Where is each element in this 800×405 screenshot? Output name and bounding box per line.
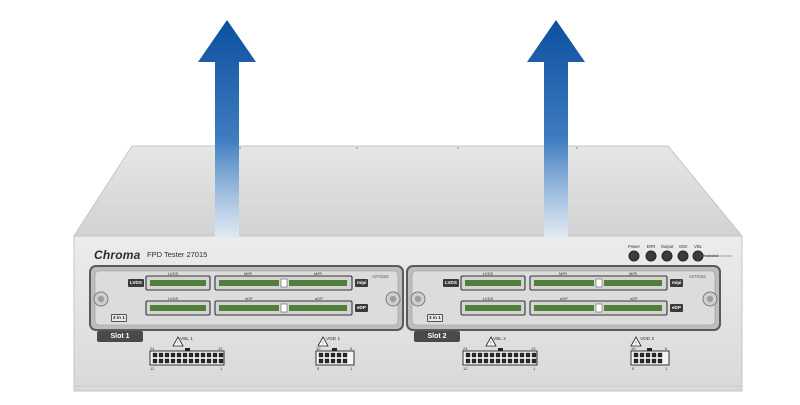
- pin-number: 10: [631, 346, 636, 351]
- pin-number: 12: [150, 366, 155, 371]
- slot-2-port-mipi-b: MIPI: [629, 271, 638, 276]
- slot-1-header-vdd-label: VDD 1: [326, 337, 341, 342]
- brand-logo: Chroma: [94, 248, 141, 262]
- chassis-top-cover: [73, 145, 744, 237]
- slot-1-tag-edp: eDP: [355, 304, 368, 312]
- slot-2-tag-edp: eDP: [670, 304, 683, 312]
- svg-text:!: !: [490, 341, 491, 347]
- mipi-connectors: [529, 275, 668, 291]
- svg-text:!: !: [177, 341, 178, 347]
- pin-number: 1: [350, 366, 353, 371]
- top-cover-screws: [239, 147, 578, 149]
- lvds-connectors: [460, 275, 526, 316]
- pin-number: 6: [350, 346, 353, 351]
- slot-2-port-lvds-b: LVDS: [483, 296, 494, 301]
- warning-triangle-icon: [485, 336, 497, 347]
- pin-number: 1: [665, 366, 668, 371]
- pin-header-vdd-1: !: [315, 336, 355, 366]
- protected-label: Protected: [702, 254, 719, 258]
- slot-2-module: [406, 265, 721, 331]
- slot-1-module: [89, 265, 404, 331]
- warning-triangle-icon: [630, 336, 642, 347]
- mipi-connectors: [214, 275, 353, 291]
- slot-2-serial: A270162: [689, 274, 706, 279]
- slot-1-port-lvds-b: LVDS: [168, 296, 179, 301]
- pin-number: 1: [533, 366, 536, 371]
- pin-header-vbl-1: !: [149, 336, 225, 366]
- slot-1-serial: A270162: [372, 274, 389, 279]
- slot-2-port-edp-b: eDP: [630, 296, 638, 301]
- indicator-label-power: Power: [628, 244, 640, 249]
- indicator-label-err: ERR: [646, 244, 656, 249]
- slot-2-label: Slot 2: [414, 331, 460, 342]
- slot-2-port-edp-a: eDP: [560, 296, 568, 301]
- pin-number: 13: [218, 346, 223, 351]
- slot-1-port-mipi-b: MIPI: [314, 271, 323, 276]
- edp-connectors: [214, 300, 353, 316]
- edp-connectors: [529, 300, 668, 316]
- pin-number: 5: [632, 366, 635, 371]
- slot-1-header-vbl-label: VBL 1: [180, 337, 193, 342]
- slot-2-port-mipi-a: MIPI: [559, 271, 568, 276]
- pin-number: 24: [463, 346, 468, 351]
- slot-1-port-edp-b: eDP: [315, 296, 323, 301]
- lvds-connectors: [145, 275, 211, 316]
- indicator-label-vbl: VBL: [694, 244, 702, 249]
- pin-number: 12: [463, 366, 468, 371]
- pin-header-vdd-2: !: [630, 336, 670, 366]
- pin-number: 5: [317, 366, 320, 371]
- slot-2-header-vbl-label: VBL 2: [493, 337, 506, 342]
- warning-triangle-icon: [172, 336, 184, 347]
- pin-number: 6: [665, 346, 668, 351]
- slot-2-mode-label: 3 in 1: [427, 314, 443, 322]
- pin-header-vbl-2: !: [462, 336, 538, 366]
- slot-1-port-mipi-a: MIPI: [244, 271, 253, 276]
- airflow-arrow-icon: [198, 20, 256, 238]
- slot-2-port-lvds-a: LVDS: [483, 271, 494, 276]
- airflow-arrow-icon: [527, 20, 585, 238]
- svg-text:!: !: [635, 341, 636, 347]
- slot-1-tag-lvds: LVDS: [128, 279, 144, 287]
- slot-1-label: Slot 1: [97, 331, 143, 342]
- slot-1-tag-mipi: mipi: [355, 279, 369, 287]
- slot-2-tag-lvds: LVDS: [443, 279, 459, 287]
- status-indicators: [628, 250, 732, 262]
- pin-number: 13: [531, 346, 536, 351]
- indicator-label-output: Output: [660, 244, 674, 249]
- pin-number: 1: [220, 366, 223, 371]
- slot-2-tag-mipi: mipi: [670, 279, 684, 287]
- slot-1-mode-label: 3 in 1: [111, 314, 127, 322]
- warning-triangle-icon: [317, 336, 329, 347]
- model-name: FPD Tester 27015: [147, 250, 208, 259]
- svg-text:!: !: [322, 341, 323, 347]
- pin-number: 24: [150, 346, 155, 351]
- slot-1-port-lvds-a: LVDS: [168, 271, 179, 276]
- indicator-label-vdd: VDD: [678, 244, 688, 249]
- pin-number: 10: [316, 346, 321, 351]
- slot-2-header-vdd-label: VDD 2: [640, 337, 655, 342]
- slot-1-port-edp-a: eDP: [245, 296, 253, 301]
